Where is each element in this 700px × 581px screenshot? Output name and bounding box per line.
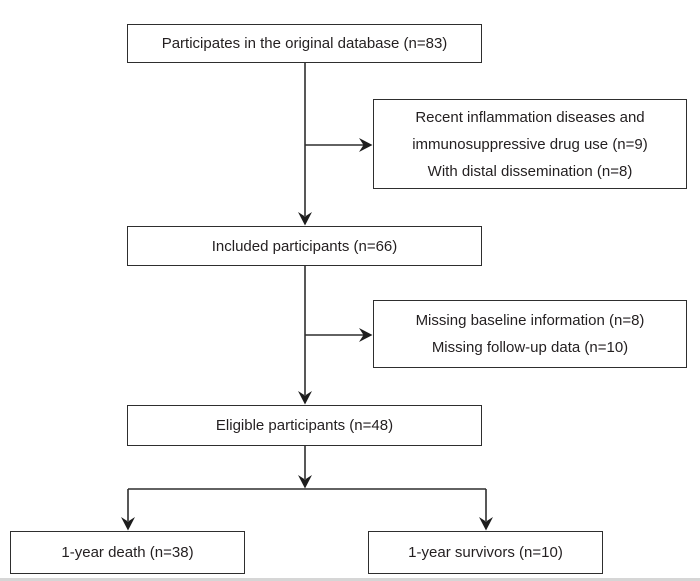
arrowhead-into-death xyxy=(121,517,135,531)
arrowhead-into-eligible xyxy=(298,391,312,405)
node-eligible: Eligible participants (n=48) xyxy=(127,405,482,446)
node-source: Participates in the original database (n… xyxy=(127,24,482,63)
node-exclusion-1-line-2: immunosuppressive drug use (n=9) xyxy=(412,135,648,153)
node-death: 1-year death (n=38) xyxy=(10,531,245,574)
arrowhead-into-survivors xyxy=(479,517,493,531)
node-exclusion-2-line-1: Missing baseline information (n=8) xyxy=(415,312,645,329)
node-eligible-label: Eligible participants (n=48) xyxy=(215,417,394,434)
node-source-label: Participates in the original database (n… xyxy=(161,35,448,52)
node-exclusion-1-line-3: With distal dissemination (n=8) xyxy=(427,162,633,180)
node-death-label: 1-year death (n=38) xyxy=(61,544,194,561)
node-survivors: 1-year survivors (n=10) xyxy=(368,531,603,574)
node-exclusion-1: Recent inflammation diseases and immunos… xyxy=(373,99,687,189)
node-exclusion-2-line-2: Missing follow-up data (n=10) xyxy=(431,339,629,356)
node-survivors-label: 1-year survivors (n=10) xyxy=(408,544,563,561)
arrowhead-into-included xyxy=(298,212,312,226)
figure-bottom-edge xyxy=(0,578,700,581)
arrowhead-into-exclusion1 xyxy=(359,138,373,152)
node-exclusion-2: Missing baseline information (n=8) Missi… xyxy=(373,300,687,368)
node-included-label: Included participants (n=66) xyxy=(211,237,398,255)
arrowhead-into-junction xyxy=(298,475,312,489)
arrowhead-into-exclusion2 xyxy=(359,328,373,342)
node-included: Included participants (n=66) xyxy=(127,226,482,266)
node-exclusion-1-line-1: Recent inflammation diseases and xyxy=(415,108,645,126)
